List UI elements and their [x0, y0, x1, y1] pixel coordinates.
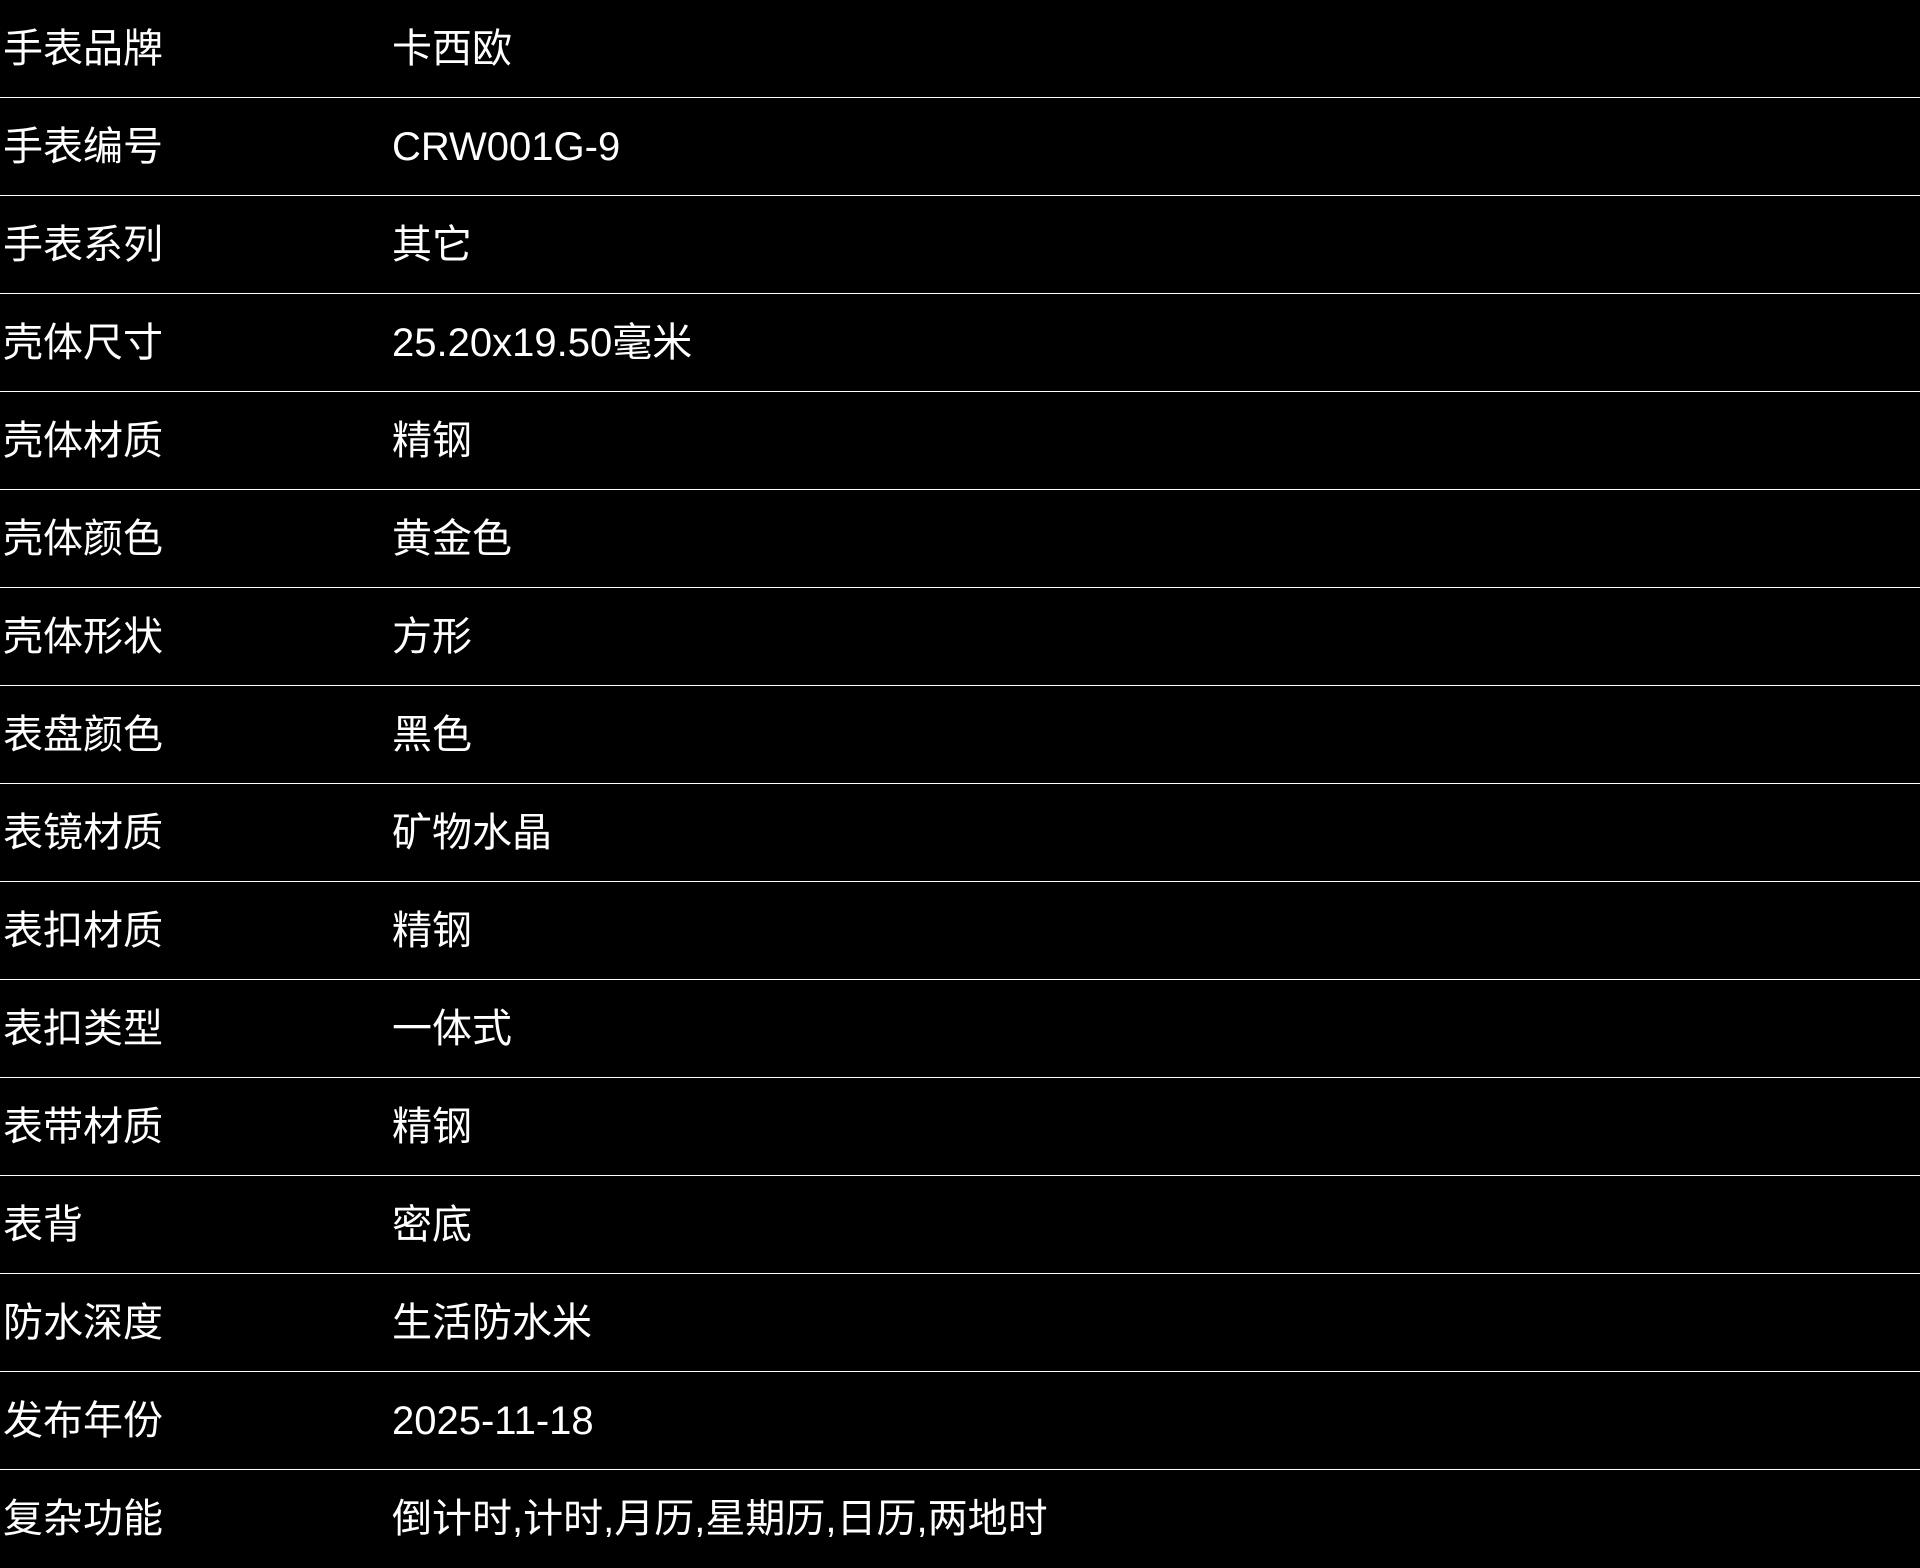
spec-row: 表盘颜色 黑色 [0, 686, 1920, 784]
spec-value: 黑色 [392, 712, 472, 757]
spec-label: 壳体颜色 [3, 516, 163, 561]
spec-value: 25.20x19.50毫米 [392, 320, 693, 365]
spec-value: 黄金色 [392, 516, 512, 561]
spec-row: 手表编号 CRW001G-9 [0, 98, 1920, 196]
spec-value: 其它 [392, 222, 472, 267]
spec-row: 手表品牌 卡西欧 [0, 0, 1920, 98]
spec-label: 防水深度 [3, 1300, 163, 1345]
spec-label: 壳体尺寸 [3, 320, 163, 365]
spec-label: 表盘颜色 [3, 712, 163, 757]
spec-row: 表带材质 精钢 [0, 1078, 1920, 1176]
spec-value: 密底 [392, 1202, 472, 1247]
spec-value: 精钢 [392, 908, 472, 953]
spec-label: 表带材质 [3, 1104, 163, 1149]
spec-label: 壳体材质 [3, 418, 163, 463]
spec-label: 表扣类型 [3, 1006, 163, 1051]
spec-value: 方形 [392, 614, 472, 659]
spec-row: 壳体形状 方形 [0, 588, 1920, 686]
spec-row: 发布年份 2025-11-18 [0, 1372, 1920, 1470]
spec-label: 表扣材质 [3, 908, 163, 953]
spec-value: 生活防水米 [392, 1300, 592, 1345]
spec-value: 卡西欧 [392, 26, 512, 71]
spec-value: CRW001G-9 [392, 124, 621, 169]
spec-value: 精钢 [392, 1104, 472, 1149]
spec-row: 手表系列 其它 [0, 196, 1920, 294]
spec-row: 防水深度 生活防水米 [0, 1274, 1920, 1372]
spec-row: 表背 密底 [0, 1176, 1920, 1274]
spec-row: 表镜材质 矿物水晶 [0, 784, 1920, 882]
spec-row: 表扣材质 精钢 [0, 882, 1920, 980]
spec-value: 2025-11-18 [392, 1398, 594, 1443]
spec-row: 壳体尺寸 25.20x19.50毫米 [0, 294, 1920, 392]
spec-label: 壳体形状 [3, 614, 163, 659]
spec-label: 手表系列 [3, 222, 163, 267]
spec-value: 精钢 [392, 418, 472, 463]
spec-value: 一体式 [392, 1006, 512, 1051]
spec-label: 手表品牌 [3, 26, 163, 71]
spec-label: 复杂功能 [3, 1497, 163, 1541]
spec-row: 表扣类型 一体式 [0, 980, 1920, 1078]
spec-label: 手表编号 [3, 124, 163, 169]
spec-value: 矿物水晶 [392, 810, 552, 855]
spec-label: 发布年份 [3, 1398, 163, 1443]
spec-row: 壳体颜色 黄金色 [0, 490, 1920, 588]
spec-label: 表镜材质 [3, 810, 163, 855]
spec-row: 壳体材质 精钢 [0, 392, 1920, 490]
spec-label: 表背 [3, 1202, 83, 1247]
spec-row: 复杂功能 倒计时,计时,月历,星期历,日历,两地时 [0, 1470, 1920, 1568]
spec-value: 倒计时,计时,月历,星期历,日历,两地时 [392, 1497, 1048, 1541]
